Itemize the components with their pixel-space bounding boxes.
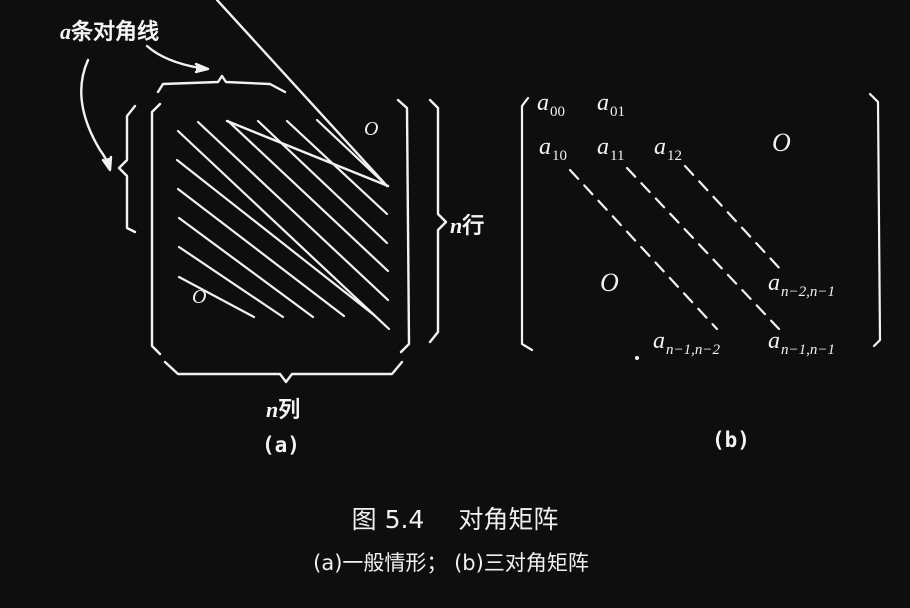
entry-a10: a10 (539, 134, 567, 164)
figure-title: 对角矩阵 (458, 505, 559, 534)
diagonal-count-label: a条对角线 (60, 19, 160, 45)
zero-lower-b: O (600, 268, 619, 297)
rows-label: n行 (450, 213, 485, 239)
bottom-brace (163, 360, 404, 384)
zero-upper-a: O (364, 118, 379, 140)
tridiagonal-dashes (568, 164, 784, 331)
figure-subcaption: (a)一般情形； (b)三对角矩阵 (313, 551, 589, 575)
panel-a-label: (a) (262, 433, 300, 457)
top-brace (156, 74, 287, 94)
figure-number: 图 5.4 (351, 505, 425, 534)
entry-a00: a00 (537, 90, 565, 120)
entry-a01: a01 (597, 90, 625, 120)
entry-a11: a11 (597, 134, 625, 164)
zero-upper-b: O (772, 128, 791, 157)
matrix-b-right-bracket (868, 92, 882, 348)
right-brace (428, 98, 448, 344)
cols-label: n列 (266, 397, 301, 423)
entry-an1n2: an−1,n−2 (653, 328, 720, 358)
panel-b-label: (b) (712, 428, 750, 452)
matrix-a-right-bracket (396, 98, 411, 354)
figure-caption: 图 5.4 对角矩阵 (0, 500, 910, 536)
matrix-a-left-bracket (150, 102, 162, 356)
zero-lower-a: O (192, 286, 207, 308)
entry-an1n1: an−1,n−1 (768, 328, 835, 358)
diagonal-hatch-lines (215, 0, 390, 188)
left-brace (117, 104, 137, 234)
entry-a12: a12 (654, 134, 682, 164)
entry-an2n1: an−2,n−1 (768, 270, 835, 300)
matrix-b-left-bracket (520, 96, 534, 352)
arrow-to-top-brace (145, 44, 202, 70)
